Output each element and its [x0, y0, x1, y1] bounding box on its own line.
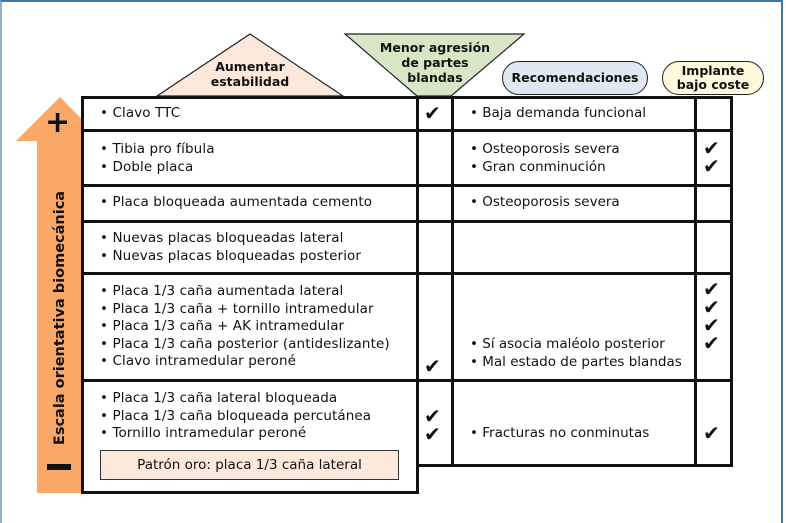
grid-line — [81, 272, 733, 275]
recommendation-item: Fracturas no conminutas — [470, 425, 649, 443]
recommendation-item: Mal estado de partes blandas — [470, 354, 682, 372]
gold-standard-box: Patrón oro: placa 1/3 caña lateral — [100, 450, 399, 480]
scale-plus-symbol: + — [45, 105, 71, 140]
implant-item: Placa bloqueada aumentada cemento — [100, 194, 372, 212]
low-cost-check-icon: ✔ — [703, 313, 720, 337]
implant-item: Doble placa — [100, 159, 215, 177]
soft-tissue-header-line: blandas — [407, 70, 463, 85]
recommendation-list: Osteoporosis severa — [470, 194, 619, 212]
implant-item: Placa 1/3 caña posterior (antideslizante… — [100, 336, 390, 354]
implant-item: Placa 1/3 caña lateral bloqueada — [100, 390, 371, 408]
soft-tissue-header-line: de partes — [401, 55, 469, 70]
implant-item: Placa 1/3 caña + AK intramedular — [100, 318, 390, 336]
soft-tissue-header-line: Menor agresión — [379, 40, 491, 55]
grid-line — [81, 129, 733, 132]
grid-line — [416, 96, 419, 494]
grid-line — [81, 96, 733, 99]
grid-line — [451, 96, 454, 467]
low-cost-header: Implante bajo coste — [662, 61, 764, 95]
low-cost-header-line: bajo coste — [676, 77, 750, 92]
implant-item: Placa 1/3 caña + tornillo intramedular — [100, 301, 390, 319]
low-cost-check-icon: ✔ — [703, 154, 720, 178]
recommendations-header: Recomendaciones — [502, 61, 648, 95]
implant-list: Clavo TTC — [100, 105, 180, 123]
grid-line — [81, 379, 733, 382]
stability-header-line: Aumentar — [215, 59, 285, 74]
grid-line — [81, 96, 84, 494]
soft-tissue-check-icon: ✔ — [424, 422, 441, 446]
recommendation-item: Osteoporosis severa — [470, 194, 619, 212]
recommendation-list: Osteoporosis severa Gran conminución — [470, 141, 620, 177]
low-cost-check-icon: ✔ — [703, 136, 720, 160]
soft-tissue-check-icon: ✔ — [424, 354, 441, 378]
implant-item: Placa 1/3 caña aumentada lateral — [100, 283, 390, 301]
grid-line — [416, 464, 733, 467]
recommendations-header-label: Recomendaciones — [511, 70, 639, 85]
implant-list: Nuevas placas bloqueadas lateral Nuevas … — [100, 230, 361, 265]
low-cost-check-icon: ✔ — [703, 277, 720, 301]
grid-line — [730, 96, 733, 467]
recommendation-item: Gran conminución — [470, 159, 620, 177]
soft-tissue-check-icon: ✔ — [424, 404, 441, 428]
low-cost-header-line: Implante — [681, 63, 745, 78]
grid-line — [81, 220, 733, 223]
recommendation-list: Sí asocia maléolo posterior Mal estado d… — [470, 336, 682, 371]
recommendation-list: Baja demanda funcional — [470, 105, 646, 123]
low-cost-check-icon: ✔ — [703, 331, 720, 355]
recommendation-item: Osteoporosis severa — [470, 141, 619, 159]
implant-item: Tornillo intramedular peroné — [100, 425, 371, 443]
implant-item: Nuevas placas bloqueadas lateral — [100, 230, 361, 248]
implant-list: Placa 1/3 caña lateral bloqueada Placa 1… — [100, 390, 371, 443]
gold-standard-label: Patrón oro: placa 1/3 caña lateral — [137, 457, 362, 473]
low-cost-check-icon: ✔ — [703, 421, 720, 445]
implant-item: Placa 1/3 caña bloqueada percutánea — [100, 408, 371, 426]
implant-list: Placa bloqueada aumentada cemento — [100, 194, 372, 212]
recommendation-item: Sí asocia maléolo posterior — [470, 336, 682, 354]
implant-list: Placa 1/3 caña aumentada lateral Placa 1… — [100, 283, 390, 371]
scale-minus-symbol — [47, 464, 71, 470]
grid-line — [694, 96, 697, 467]
stability-header: Aumentar estabilidad — [190, 59, 310, 89]
soft-tissue-check-icon: ✔ — [424, 101, 441, 125]
stability-header-line: estabilidad — [210, 74, 290, 89]
implant-item: Clavo intramedular peroné — [100, 353, 390, 371]
soft-tissue-header: Menor agresión de partes blandas — [370, 40, 500, 85]
low-cost-check-icon: ✔ — [703, 295, 720, 319]
grid-line — [81, 184, 733, 187]
implant-item: Tibia pro fíbula — [100, 141, 215, 159]
implant-item: Nuevas placas bloqueadas posterior — [100, 248, 361, 266]
recommendation-list: Fracturas no conminutas — [470, 425, 649, 443]
scale-label: Escala orientativa biomecánica — [52, 190, 68, 446]
implant-item: Clavo TTC — [100, 105, 180, 123]
grid-line — [81, 491, 419, 494]
implant-list: Tibia pro fíbula Doble placa — [100, 141, 215, 176]
recommendation-item: Baja demanda funcional — [470, 105, 646, 123]
